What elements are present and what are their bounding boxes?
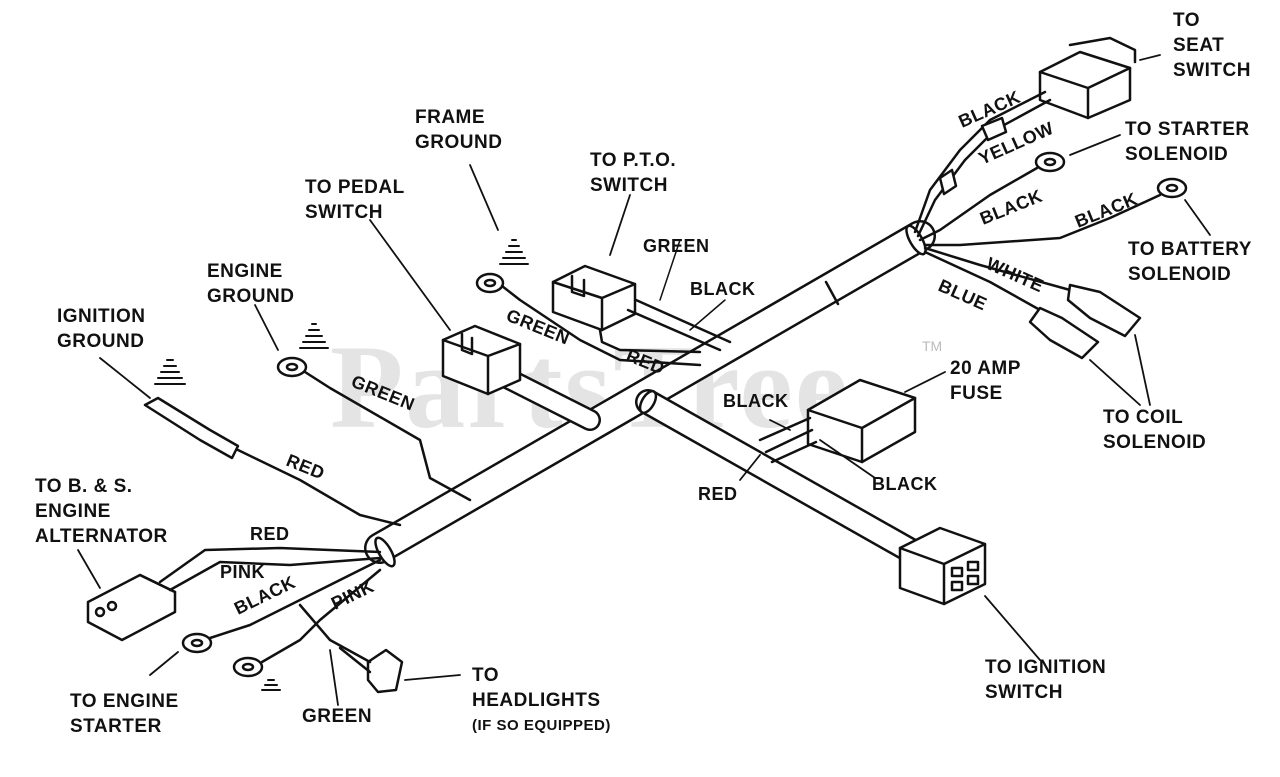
headlights-connector <box>298 603 404 694</box>
pedal-switch-connector <box>441 324 522 396</box>
label-to-pedal-switch: TO PEDAL SWITCH <box>305 177 405 223</box>
wire-label-black-fuse-top: BLACK <box>723 391 789 411</box>
label-20-amp-fuse: 20 AMP FUSE <box>950 358 1021 404</box>
label-to-headlights: TO HEADLIGHTS <box>472 665 601 711</box>
label-ignition-ground: IGNITION GROUND <box>57 306 146 352</box>
wire-label-white: WHITE <box>983 253 1046 296</box>
trademark-mark: TM <box>922 338 943 354</box>
wire-label-red-alt: RED <box>250 524 290 544</box>
starter-solenoid-ring <box>918 151 1066 242</box>
ignition-switch-connector <box>898 526 987 606</box>
frame-ground-ring <box>475 272 702 367</box>
wire-label-red-ignition: RED <box>284 450 328 483</box>
label-to-seat-switch: TO SEAT SWITCH <box>1173 10 1251 81</box>
fuse-holder <box>758 378 917 464</box>
wire-label-blue: BLUE <box>935 275 990 314</box>
label-to-engine-starter: TO ENGINE STARTER <box>70 691 179 737</box>
leader-lines <box>77 54 1211 706</box>
alternator-connector <box>86 546 382 642</box>
label-to-ignition-switch: TO IGNITION SWITCH <box>985 657 1107 703</box>
coil-solenoid-connectors <box>923 246 1142 360</box>
engine-starter-ring <box>181 558 382 654</box>
wire-label-green-engine: GREEN <box>349 371 418 414</box>
label-to-pto-switch: TO P.T.O. SWITCH <box>590 150 677 196</box>
label-to-coil-solenoid: TO COIL SOLENOID <box>1103 407 1207 453</box>
label-engine-ground: ENGINE GROUND <box>207 261 295 307</box>
label-if-so-equipped: (IF SO EQUIPPED) <box>472 717 611 734</box>
seat-switch-connector <box>913 36 1137 238</box>
engine-ground-ring <box>276 356 472 502</box>
wire-label-red-fuse: RED <box>698 484 738 504</box>
label-frame-ground: FRAME GROUND <box>415 107 503 153</box>
label-green-bottom: GREEN <box>302 706 373 727</box>
label-to-battery-solenoid: TO BATTERY SOLENOID <box>1128 239 1252 285</box>
wire-label-black-fuse-bottom: BLACK <box>872 474 938 494</box>
wire-label-green-pto: GREEN <box>643 236 710 256</box>
headlight-ground-ring <box>232 568 382 678</box>
pto-switch-connector <box>551 264 637 332</box>
ground-symbols <box>154 239 529 691</box>
ignition-ground-plug <box>143 396 402 527</box>
wire-label-black-starter: BLACK <box>977 186 1045 229</box>
label-to-starter-solenoid: TO STARTER SOLENOID <box>1125 119 1250 165</box>
wire-label-black-battery: BLACK <box>1072 189 1140 232</box>
cross-branch <box>635 389 933 569</box>
wire-label-pink-alt: PINK <box>220 562 265 582</box>
label-to-bs-engine-alternator: TO B. & S. ENGINE ALTERNATOR <box>35 476 168 547</box>
wire-label-black-pto: BLACK <box>690 279 756 299</box>
battery-solenoid-ring <box>923 177 1188 247</box>
